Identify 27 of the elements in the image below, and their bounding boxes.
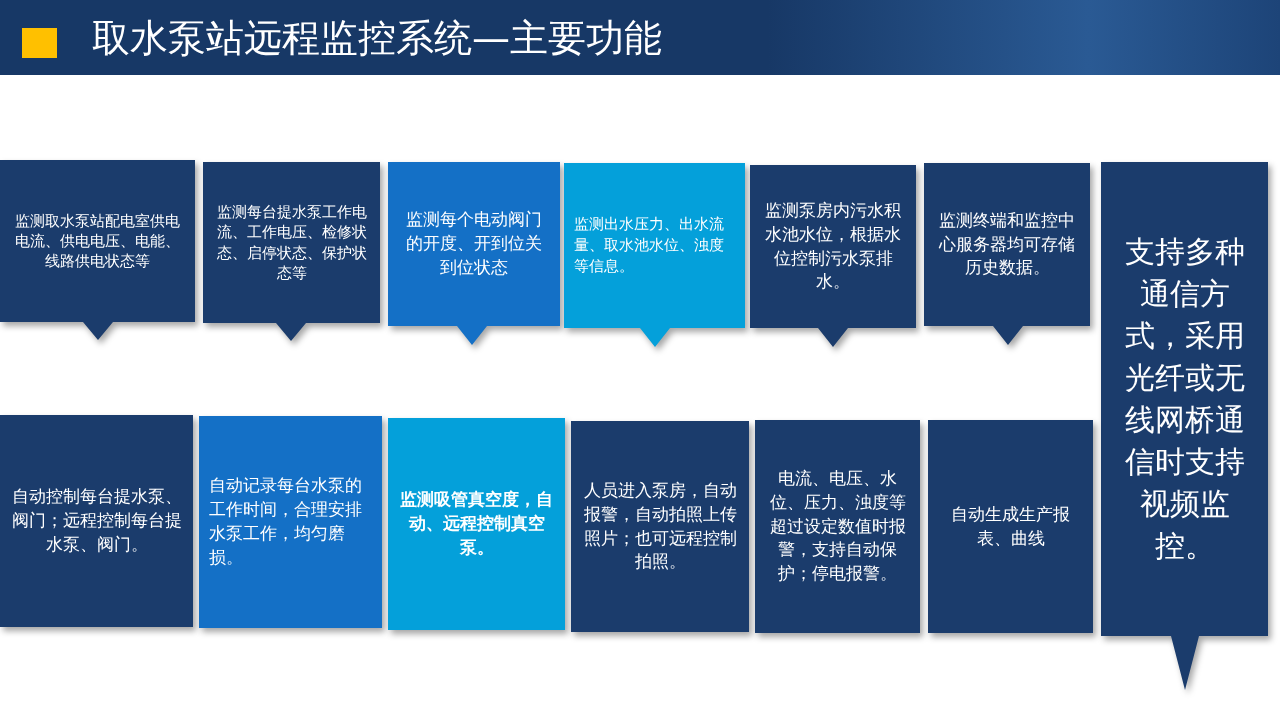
title: 取水泵站远程监控系统—主要功能: [92, 18, 662, 60]
box-text: 自动控制每台提水泵、阀门；远程控制每台提水泵、阀门。: [10, 486, 183, 556]
info-box: [571, 421, 749, 632]
box-text: 自动记录每台水泵的工作时间，合理安排水泵工作，均匀磨损。: [209, 475, 363, 569]
box-text: 支持多种通信方式，采用光纤或无线网桥通信时支持视频监控。: [1123, 234, 1246, 564]
box-text: 监测终端和监控中心服务器均可存储历史数据。: [938, 209, 1076, 280]
box-text: 人员进入泵房，自动报警，自动拍照上传照片；也可远程控制拍照。: [582, 479, 738, 574]
info-box: [928, 420, 1093, 633]
callout-box: [388, 162, 560, 345]
info-box: [388, 418, 565, 630]
callout-box: [203, 162, 380, 341]
box-text: 监测每个电动阀门的开度、开到位关到位状态: [405, 209, 543, 279]
info-box: [0, 415, 193, 627]
box-text: 监测泵房内污水积水池水位，根据水位控制污水泵排水。: [764, 199, 902, 294]
box-text: 电流、电压、水位、压力、浊度等超过设定数值时报警，支持自动保护；停电报警。: [768, 468, 907, 586]
box-text: 监测出水压力、出水流量、取水池水位、浊度等信息。: [574, 215, 725, 276]
callout-box: [924, 163, 1090, 345]
callout-box: [750, 165, 916, 347]
callout-box: [0, 160, 195, 340]
box-text: 监测取水泵站配电室供电电流、供电电压、电能、线路供电状态等: [14, 211, 181, 272]
box-text: 监测每台提水泵工作电流、工作电压、检修状态、启停状态、保护状态等: [215, 202, 368, 283]
callout-box: [1101, 162, 1268, 690]
box-text: 自动生成生产报表、曲线: [950, 503, 1071, 550]
info-box: [199, 416, 382, 628]
box-text: 监测吸管真空度，自动、远程控制真空泵。: [399, 489, 554, 559]
info-box: [755, 420, 920, 633]
callout-box: [564, 163, 745, 347]
